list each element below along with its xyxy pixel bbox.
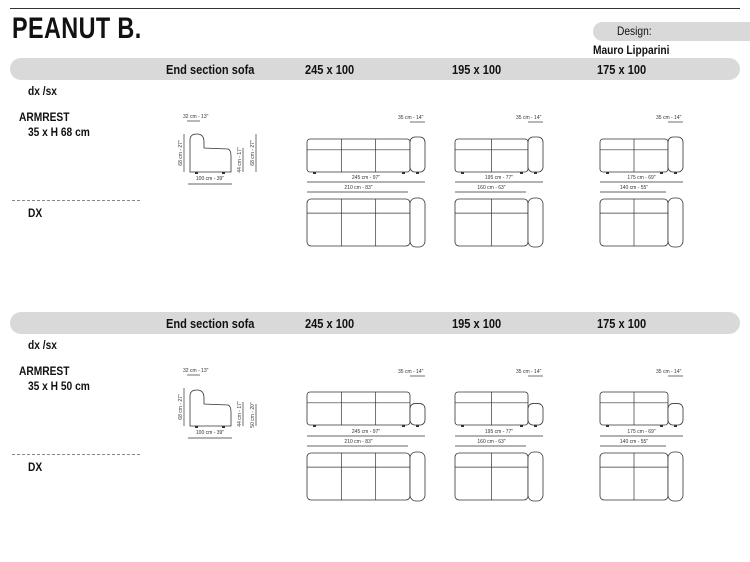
orientation-label: dx /sx: [28, 338, 57, 352]
arm-width-dimension: 35 cm - 14": [656, 115, 682, 121]
technical-drawings: 32 cm - 13" 68 cm - 27" 44 cm - 17" 68 cm -…: [178, 114, 684, 248]
header-end-section: End section sofa: [166, 316, 255, 331]
arm-width-dimension: 35 cm - 14": [656, 369, 682, 375]
sofa-top-view: [454, 197, 544, 248]
seat-width-dimension: 210 cm - 83": [344, 185, 372, 191]
header-end-section: End section sofa: [166, 62, 255, 77]
seat-width-dimension: 210 cm - 83": [344, 439, 372, 445]
arm-depth-dimension: 32 cm - 13": [183, 114, 209, 120]
section-header-bar: [10, 312, 740, 334]
height-dimension: 68 cm - 27": [178, 140, 184, 166]
height-dimension: 68 cm - 27": [178, 394, 184, 420]
orientation-label: dx /sx: [28, 84, 57, 98]
total-width-dimension: 195 cm - 77": [485, 429, 513, 435]
end-section-side-view: [189, 133, 232, 174]
end-section-side-view: [189, 389, 232, 428]
designer-badge: Design: Mauro Lipparini: [593, 22, 750, 57]
sofa-front-view: [599, 391, 684, 427]
sofa-front-view: [454, 391, 544, 427]
sofa-front-view: [306, 391, 426, 427]
designer-name: Mauro Lipparini: [593, 43, 670, 57]
seat-width-dimension: 140 cm - 55": [620, 439, 648, 445]
total-width-dimension: 175 cm - 69": [627, 429, 655, 435]
arm-height-dimension: 68 cm - 27": [250, 140, 256, 166]
total-width-dimension: 245 cm - 97": [352, 429, 380, 435]
variant-label: DX: [28, 460, 43, 474]
product-section: End section sofa 245 x 100 195 x 100 175 x …: [0, 58, 750, 308]
product-title: PEANUT B.: [12, 12, 142, 45]
sofa-top-view: [599, 451, 684, 502]
header-195: 195 x 100: [452, 62, 502, 77]
divider: [12, 454, 140, 455]
sofa-front-view: [454, 136, 544, 174]
section-header-bar: [10, 58, 740, 80]
designer-label: Design:: [617, 24, 652, 38]
total-width-dimension: 245 cm - 97": [352, 175, 380, 181]
seat-width-dimension: 160 cm - 63": [477, 185, 505, 191]
sofa-top-view: [599, 197, 684, 248]
header-245: 245 x 100: [305, 62, 355, 77]
armrest-label: ARMREST: [19, 364, 70, 378]
arm-depth-dimension: 32 cm - 13": [183, 368, 209, 374]
arm-height-dimension: 50 cm - 20": [250, 402, 256, 428]
seat-width-dimension: 140 cm - 55": [620, 185, 648, 191]
seat-width-dimension: 160 cm - 63": [477, 439, 505, 445]
header-175: 175 x 100: [597, 62, 647, 77]
seat-height-dimension: 44 cm - 17": [237, 401, 243, 427]
sofa-top-view: [454, 451, 544, 502]
sofa-front-view: [306, 136, 426, 174]
armrest-size: 35 x H 50 cm: [28, 379, 90, 393]
technical-drawings: 32 cm - 13" 68 cm - 27" 44 cm - 17" 50 cm -…: [178, 368, 684, 502]
product-section: End section sofa 245 x 100 195 x 100 175 x …: [0, 312, 750, 562]
header-175: 175 x 100: [597, 316, 647, 331]
arm-width-dimension: 35 cm - 14": [398, 369, 424, 375]
sofa-top-view: [306, 451, 426, 502]
armrest-size: 35 x H 68 cm: [28, 125, 90, 139]
arm-width-dimension: 35 cm - 14": [398, 115, 424, 121]
sofa-front-view: [599, 136, 684, 174]
header-195: 195 x 100: [452, 316, 502, 331]
width-dimension: 100 cm - 39": [196, 430, 224, 436]
header-245: 245 x 100: [305, 316, 355, 331]
arm-width-dimension: 35 cm - 14": [516, 115, 542, 121]
seat-height-dimension: 44 cm - 17": [237, 147, 243, 173]
variant-label: DX: [28, 206, 43, 220]
sofa-top-view: [306, 197, 426, 248]
total-width-dimension: 175 cm - 69": [627, 175, 655, 181]
arm-width-dimension: 35 cm - 14": [516, 369, 542, 375]
width-dimension: 100 cm - 39": [196, 176, 224, 182]
divider: [12, 200, 140, 201]
total-width-dimension: 195 cm - 77": [485, 175, 513, 181]
top-rule: [10, 8, 740, 9]
armrest-label: ARMREST: [19, 110, 70, 124]
